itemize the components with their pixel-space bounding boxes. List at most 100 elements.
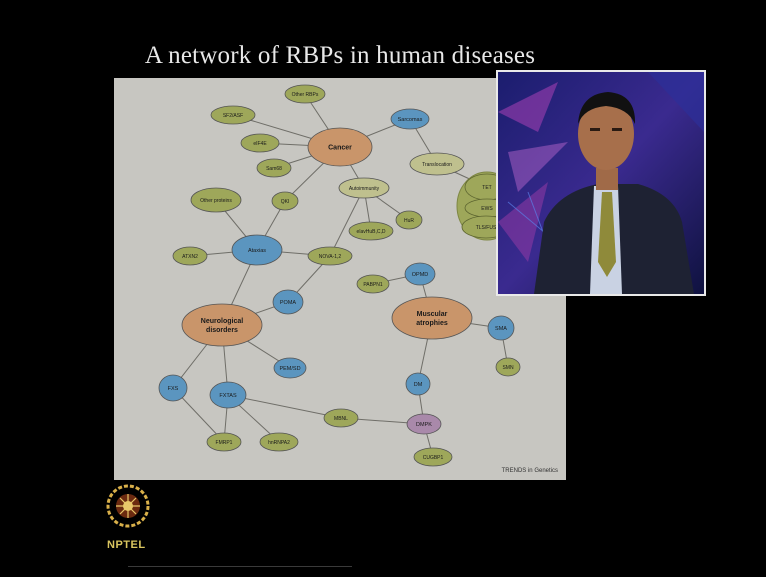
node-eif4e-shape: [240, 133, 280, 153]
node-sam68-shape: [256, 158, 292, 178]
node-qki: QKI: [271, 191, 299, 211]
node-pemsd: PEM/SD: [273, 357, 307, 379]
node-fxtas-label: FXTAS: [219, 393, 237, 399]
presenter-video: [496, 70, 706, 296]
node-sma-label: SMA: [495, 326, 507, 332]
node-sam68: Sam68: [256, 158, 292, 178]
node-sam68-label: Sam68: [266, 166, 282, 172]
node-mbnl: MBNL: [323, 408, 359, 428]
node-hur: HuR: [395, 210, 423, 230]
node-eif4e: eIF4E: [240, 133, 280, 153]
edge-autoimmunity-nova: [329, 187, 365, 257]
node-elav-shape: [348, 221, 394, 241]
node-poma-shape: [272, 289, 304, 315]
node-hnrnpa2-label: hnRNPA2: [268, 440, 290, 446]
nptel-logo-text: NPTEL: [107, 539, 146, 551]
node-pemsd-label: PEM/SD: [279, 366, 300, 372]
node-fxtas-shape: [209, 381, 247, 409]
divider: [128, 566, 352, 567]
node-dmpk: DMPK: [406, 413, 442, 435]
node-eif4e-label: eIF4E: [253, 141, 267, 147]
node-atxn2-label: ATXN2: [182, 254, 198, 260]
node-tet-label: TET: [482, 185, 491, 191]
node-ataxias: Ataxias: [231, 234, 283, 266]
node-sma: SMA: [487, 315, 515, 341]
node-fxs-label: FXS: [168, 386, 179, 392]
node-pemsd-shape: [273, 357, 307, 379]
node-dm-label: DM: [414, 382, 423, 388]
edge-fxtas-mbnl: [227, 394, 342, 419]
node-otherproteins: Other proteins: [190, 187, 242, 213]
node-smn-label: SMN: [502, 365, 514, 371]
node-elav-label: elavHuB,C,D: [357, 229, 386, 235]
node-sf2-shape: [210, 105, 256, 125]
node-autoimmunity-shape: [338, 177, 390, 199]
node-fxs: FXS: [158, 374, 188, 402]
node-cancer-shape: [307, 127, 373, 167]
node-fmrp1-label: FMRP1: [216, 440, 233, 446]
node-translocation-shape: [409, 152, 465, 176]
node-nova: NOVA-1,2: [307, 246, 353, 266]
source-credit: TRENDS in Genetics: [501, 468, 558, 474]
node-pabpn1: PABPN1: [356, 274, 390, 294]
node-ataxias-shape: [231, 234, 283, 266]
node-musc-shape: [391, 296, 473, 340]
node-autoimmunity: Autoimmunity: [338, 177, 390, 199]
node-otherrbps: Other RBPs: [284, 84, 326, 104]
node-ews-label: EWS: [481, 206, 493, 212]
node-otherproteins-shape: [190, 187, 242, 213]
node-sarcomas-shape: [390, 108, 430, 130]
node-fxs-shape: [158, 374, 188, 402]
node-sarcomas: Sarcomas: [390, 108, 430, 130]
node-dm-shape: [405, 372, 431, 396]
node-poma-label: POMA: [280, 300, 297, 306]
node-nova-shape: [307, 246, 353, 266]
node-otherrbps-shape: [284, 84, 326, 104]
node-hur-label: HuR: [404, 218, 414, 224]
node-dmpk-label: DMPK: [416, 422, 432, 428]
node-sf2: SF2/ASF: [210, 105, 256, 125]
node-hur-shape: [395, 210, 423, 230]
node-pabpn1-label: PABPN1: [363, 282, 383, 288]
node-atxn2-shape: [172, 246, 208, 266]
node-mbnl-label: MBNL: [334, 416, 348, 422]
node-sf2-label: SF2/ASF: [223, 113, 243, 119]
node-fxtas: FXTAS: [209, 381, 247, 409]
node-otherrbps-label: Other RBPs: [292, 92, 319, 98]
node-qki-label: QKI: [281, 199, 290, 205]
node-neuro-shape: [181, 303, 263, 347]
node-translocation: Translocation: [409, 152, 465, 176]
node-opmd-label: OPMD: [412, 272, 429, 278]
node-cancer: Cancer: [307, 127, 373, 167]
node-sarcomas-label: Sarcomas: [398, 117, 423, 123]
node-pabpn1-shape: [356, 274, 390, 294]
node-cugbp1-label: CUGBP1: [423, 455, 444, 461]
node-cugbp1-shape: [413, 447, 453, 467]
node-ataxias-label: Ataxias: [248, 248, 266, 254]
node-fmrp1-shape: [206, 432, 242, 452]
node-dmpk-shape: [406, 413, 442, 435]
node-qki-shape: [271, 191, 299, 211]
presenter-image: [498, 72, 704, 294]
node-opmd-shape: [404, 262, 436, 286]
node-atxn2: ATXN2: [172, 246, 208, 266]
node-elav: elavHuB,C,D: [348, 221, 394, 241]
node-tlsfus-label: TLS/FUS: [476, 225, 497, 231]
node-poma: POMA: [272, 289, 304, 315]
node-smn: SMN: [495, 357, 521, 377]
node-dm: DM: [405, 372, 431, 396]
node-translocation-label: Translocation: [422, 162, 452, 168]
node-nova-label: NOVA-1,2: [319, 254, 342, 260]
node-otherproteins-label: Other proteins: [200, 198, 232, 204]
node-hnrnpa2: hnRNPA2: [259, 432, 299, 452]
node-hnrnpa2-shape: [259, 432, 299, 452]
node-opmd: OPMD: [404, 262, 436, 286]
node-smn-shape: [495, 357, 521, 377]
nptel-logo: [106, 484, 150, 528]
node-sma-shape: [487, 315, 515, 341]
node-cancer-label: Cancer: [328, 144, 352, 151]
